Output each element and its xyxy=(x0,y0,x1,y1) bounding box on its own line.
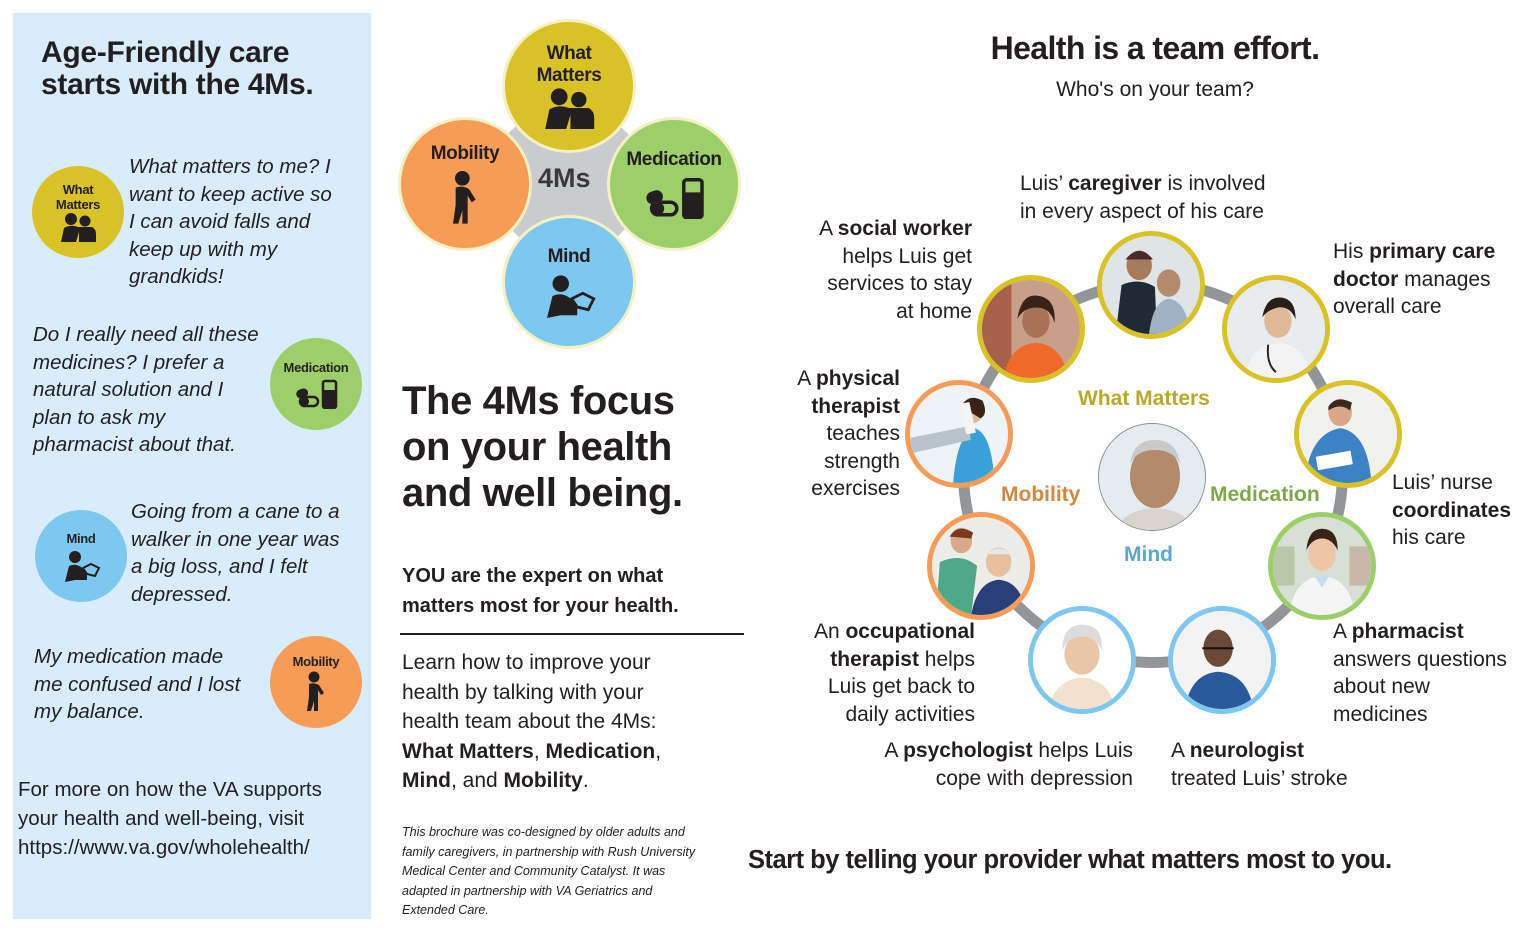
psychologist-label: A psychologist helps Luis cope with depr… xyxy=(884,739,1133,790)
more-info-text: For more on how the VA supports your hea… xyxy=(18,775,368,862)
center-title: The 4Ms focus on your health and well be… xyxy=(402,379,683,515)
title-line: Age-Friendly care xyxy=(41,36,290,69)
circle-label: Medication xyxy=(626,149,722,170)
pills-and-glass-icon xyxy=(646,178,704,219)
mind-circle: Mind xyxy=(502,215,636,349)
social-worker-label: A social worker helps Luis get services … xyxy=(819,217,972,323)
center-body: Learn how to improve your health by talk… xyxy=(402,651,662,792)
pills-and-glass-icon xyxy=(296,379,338,409)
mobility-quote: My medication made me confused and I los… xyxy=(34,645,241,723)
medication-quote: Do I really need all these medicines? I … xyxy=(33,323,259,456)
person-walking-icon xyxy=(453,171,476,224)
person-reading-icon xyxy=(547,275,596,318)
category-mind: Mind xyxy=(1124,543,1173,566)
title-line: starts with the 4Ms. xyxy=(41,68,314,101)
left-panel-title: Age-Friendly care starts with the 4Ms. xyxy=(41,37,371,101)
category-medication: Medication xyxy=(1210,483,1320,506)
mind-quote: Going from a cane to a walker in one yea… xyxy=(131,500,340,606)
pharmacist-label: A pharmacist answers questions about new… xyxy=(1333,620,1507,726)
mobility-badge: Mobility xyxy=(270,636,362,728)
luis-photo xyxy=(1098,423,1206,531)
psychologist-photo xyxy=(1028,606,1136,714)
people-embrace-icon xyxy=(545,88,595,129)
person-walking-icon xyxy=(307,671,324,711)
badge-label: Mobility xyxy=(292,653,340,669)
center-subtitle: YOU are the expert on what matters most … xyxy=(402,565,679,617)
category-what-matters: What Matters xyxy=(1078,387,1210,410)
mind-badge: Mind xyxy=(35,510,127,602)
circle-label: Mobility xyxy=(430,143,500,164)
neurologist-photo xyxy=(1168,606,1276,714)
medication-circle: Medication xyxy=(607,117,741,251)
category-mobility: Mobility xyxy=(1001,483,1081,506)
nurse-photo xyxy=(1294,380,1402,488)
occupational-therapist-photo xyxy=(927,512,1035,620)
what-matters-quote: What matters to me? I want to keep activ… xyxy=(129,155,332,288)
divider xyxy=(400,633,744,635)
4ms-center-label: 4Ms xyxy=(538,163,591,193)
caregiver-photo xyxy=(1097,231,1205,339)
circle-label: Mind xyxy=(547,246,591,267)
primary-care-doctor-label: His primary care doctor manages overall … xyxy=(1333,240,1496,318)
pharmacist-photo xyxy=(1268,512,1376,620)
badge-label: Medication xyxy=(283,359,349,375)
occupational-therapist-label: An occupational therapist helps Luis get… xyxy=(813,620,975,726)
nurse-label: Luis’ nurse coordinates his care xyxy=(1392,471,1512,549)
primary-care-doctor-photo xyxy=(1222,275,1330,383)
team-subtitle: Who's on your team? xyxy=(1056,78,1254,101)
badge-label: Mind xyxy=(66,530,96,546)
team-title: Health is a team effort. xyxy=(990,30,1320,66)
left-panel: Age-Friendly care starts with the 4Ms. W… xyxy=(13,13,371,919)
physical-therapist-photo xyxy=(905,380,1013,488)
people-embrace-icon xyxy=(61,213,96,242)
wholehealth-link[interactable]: https://www.va.gov/wholehealth/ xyxy=(18,836,310,859)
physical-therapist-label: A physical therapist teaches strength ex… xyxy=(797,367,900,500)
neurologist-label: A neurologist treated Luis’ stroke xyxy=(1171,739,1348,790)
mobility-circle: Mobility xyxy=(398,117,532,251)
person-reading-icon xyxy=(65,550,101,582)
social-worker-photo xyxy=(977,275,1085,383)
caregiver-label: Luis’ caregiver is involved in every asp… xyxy=(1020,172,1266,223)
call-to-action: Start by telling your provider what matt… xyxy=(748,846,1392,874)
medication-badge: Medication xyxy=(270,338,362,430)
credit-text: This brochure was co-designed by older a… xyxy=(402,825,696,917)
